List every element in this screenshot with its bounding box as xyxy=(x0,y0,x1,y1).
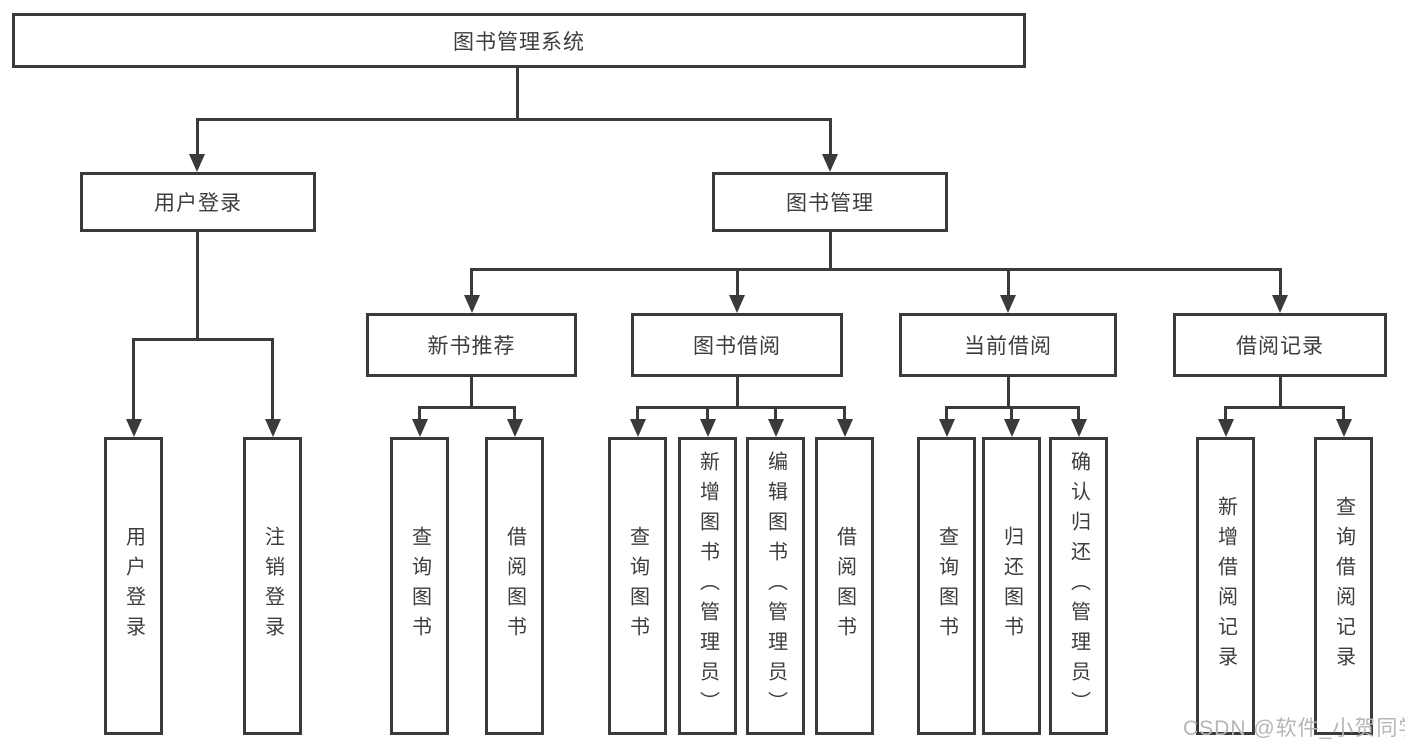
leaf-label: 新增借阅记录 xyxy=(1214,496,1237,676)
leaf-logout: 注销登录 xyxy=(243,437,302,735)
arrow-down-icon xyxy=(1217,419,1234,437)
arrow-down-icon xyxy=(189,154,205,172)
arrow-down-icon xyxy=(836,419,853,437)
arrow-down-icon xyxy=(699,419,716,437)
node-library-management-system: 图书管理系统 xyxy=(12,13,1026,68)
connector-line xyxy=(271,338,274,423)
connector-line xyxy=(1006,377,1010,409)
arrow-down-icon xyxy=(1000,295,1016,313)
arrow-down-icon xyxy=(411,419,428,437)
connector-line xyxy=(1278,268,1282,299)
leaf-add-borrow-record: 新增借阅记录 xyxy=(1196,437,1255,735)
arrow-down-icon xyxy=(1070,419,1087,437)
arrow-down-icon xyxy=(1003,419,1020,437)
connector-line xyxy=(1010,406,1013,423)
arrow-down-icon xyxy=(938,419,955,437)
node-user-login: 用户登录 xyxy=(80,172,316,232)
node-book-management: 图书管理 xyxy=(712,172,948,232)
connector-line xyxy=(470,268,1282,271)
connector-line xyxy=(774,406,777,423)
connector-line xyxy=(132,338,135,423)
leaf-label: 查询图书 xyxy=(935,526,958,646)
leaf-query-books-borrowing: 查询图书 xyxy=(608,437,667,735)
connector-line xyxy=(515,68,519,121)
arrow-down-icon xyxy=(506,419,523,437)
leaf-add-books-admin: 新增图书（管理员） xyxy=(678,437,737,735)
leaf-borrow-books: 借阅图书 xyxy=(815,437,874,735)
connector-line xyxy=(195,118,199,158)
connector-line xyxy=(945,406,948,423)
arrow-down-icon xyxy=(729,295,745,313)
leaf-confirm-return-admin: 确认归还（管理员） xyxy=(1049,437,1108,735)
leaf-label: 查询图书 xyxy=(626,526,649,646)
leaf-label: 查询图书 xyxy=(408,526,431,646)
connector-line xyxy=(636,406,639,423)
connector-line xyxy=(195,232,199,341)
connector-line xyxy=(1342,406,1345,423)
connector-line xyxy=(1278,377,1282,409)
leaf-query-books-recommend: 查询图书 xyxy=(390,437,449,735)
connector-line xyxy=(828,232,832,271)
leaf-user-login: 用户登录 xyxy=(104,437,163,735)
leaf-label: 用户登录 xyxy=(122,526,145,646)
connector-line xyxy=(418,406,516,409)
connector-line xyxy=(735,268,739,299)
leaf-label: 确认归还（管理员） xyxy=(1067,451,1090,721)
leaf-borrow-books-recommend: 借阅图书 xyxy=(485,437,544,735)
leaf-label: 查询借阅记录 xyxy=(1332,496,1355,676)
connector-line xyxy=(513,406,516,423)
node-new-book-recommend: 新书推荐 xyxy=(366,313,577,377)
connector-line xyxy=(843,406,846,423)
arrow-down-icon xyxy=(463,295,480,313)
leaf-label: 借阅图书 xyxy=(503,526,526,646)
leaf-label: 借阅图书 xyxy=(833,526,856,646)
connector-line xyxy=(132,338,274,341)
leaf-label: 归还图书 xyxy=(1000,526,1023,646)
leaf-label: 新增图书（管理员） xyxy=(696,451,719,721)
connector-line xyxy=(706,406,709,423)
arrow-down-icon xyxy=(1335,419,1352,437)
leaf-return-books: 归还图书 xyxy=(982,437,1041,735)
leaf-label: 编辑图书（管理员） xyxy=(764,451,787,721)
connector-line xyxy=(828,118,832,158)
arrow-down-icon xyxy=(1272,295,1288,313)
node-book-borrowing: 图书借阅 xyxy=(631,313,843,377)
leaf-edit-books-admin: 编辑图书（管理员） xyxy=(746,437,805,735)
arrow-down-icon xyxy=(629,419,646,437)
connector-line xyxy=(418,406,421,423)
node-current-borrowing: 当前借阅 xyxy=(899,313,1117,377)
leaf-query-borrow-record: 查询借阅记录 xyxy=(1314,437,1373,735)
node-borrowing-records: 借阅记录 xyxy=(1173,313,1387,377)
arrow-down-icon xyxy=(264,419,281,437)
connector-line xyxy=(1224,406,1345,409)
connector-line xyxy=(1006,268,1010,299)
connector-line xyxy=(735,377,739,409)
watermark: CSDN @软件_小贺同学 xyxy=(1183,717,1405,740)
connector-line xyxy=(470,377,473,409)
connector-line xyxy=(470,268,473,299)
connector-line xyxy=(1077,406,1080,423)
leaf-query-books-current: 查询图书 xyxy=(917,437,976,735)
arrow-down-icon xyxy=(822,154,838,172)
arrow-down-icon xyxy=(125,419,142,437)
leaf-label: 注销登录 xyxy=(261,526,284,646)
connector-line xyxy=(636,406,846,409)
connector-line xyxy=(195,118,832,121)
connector-line xyxy=(1224,406,1227,423)
arrow-down-icon xyxy=(767,419,784,437)
